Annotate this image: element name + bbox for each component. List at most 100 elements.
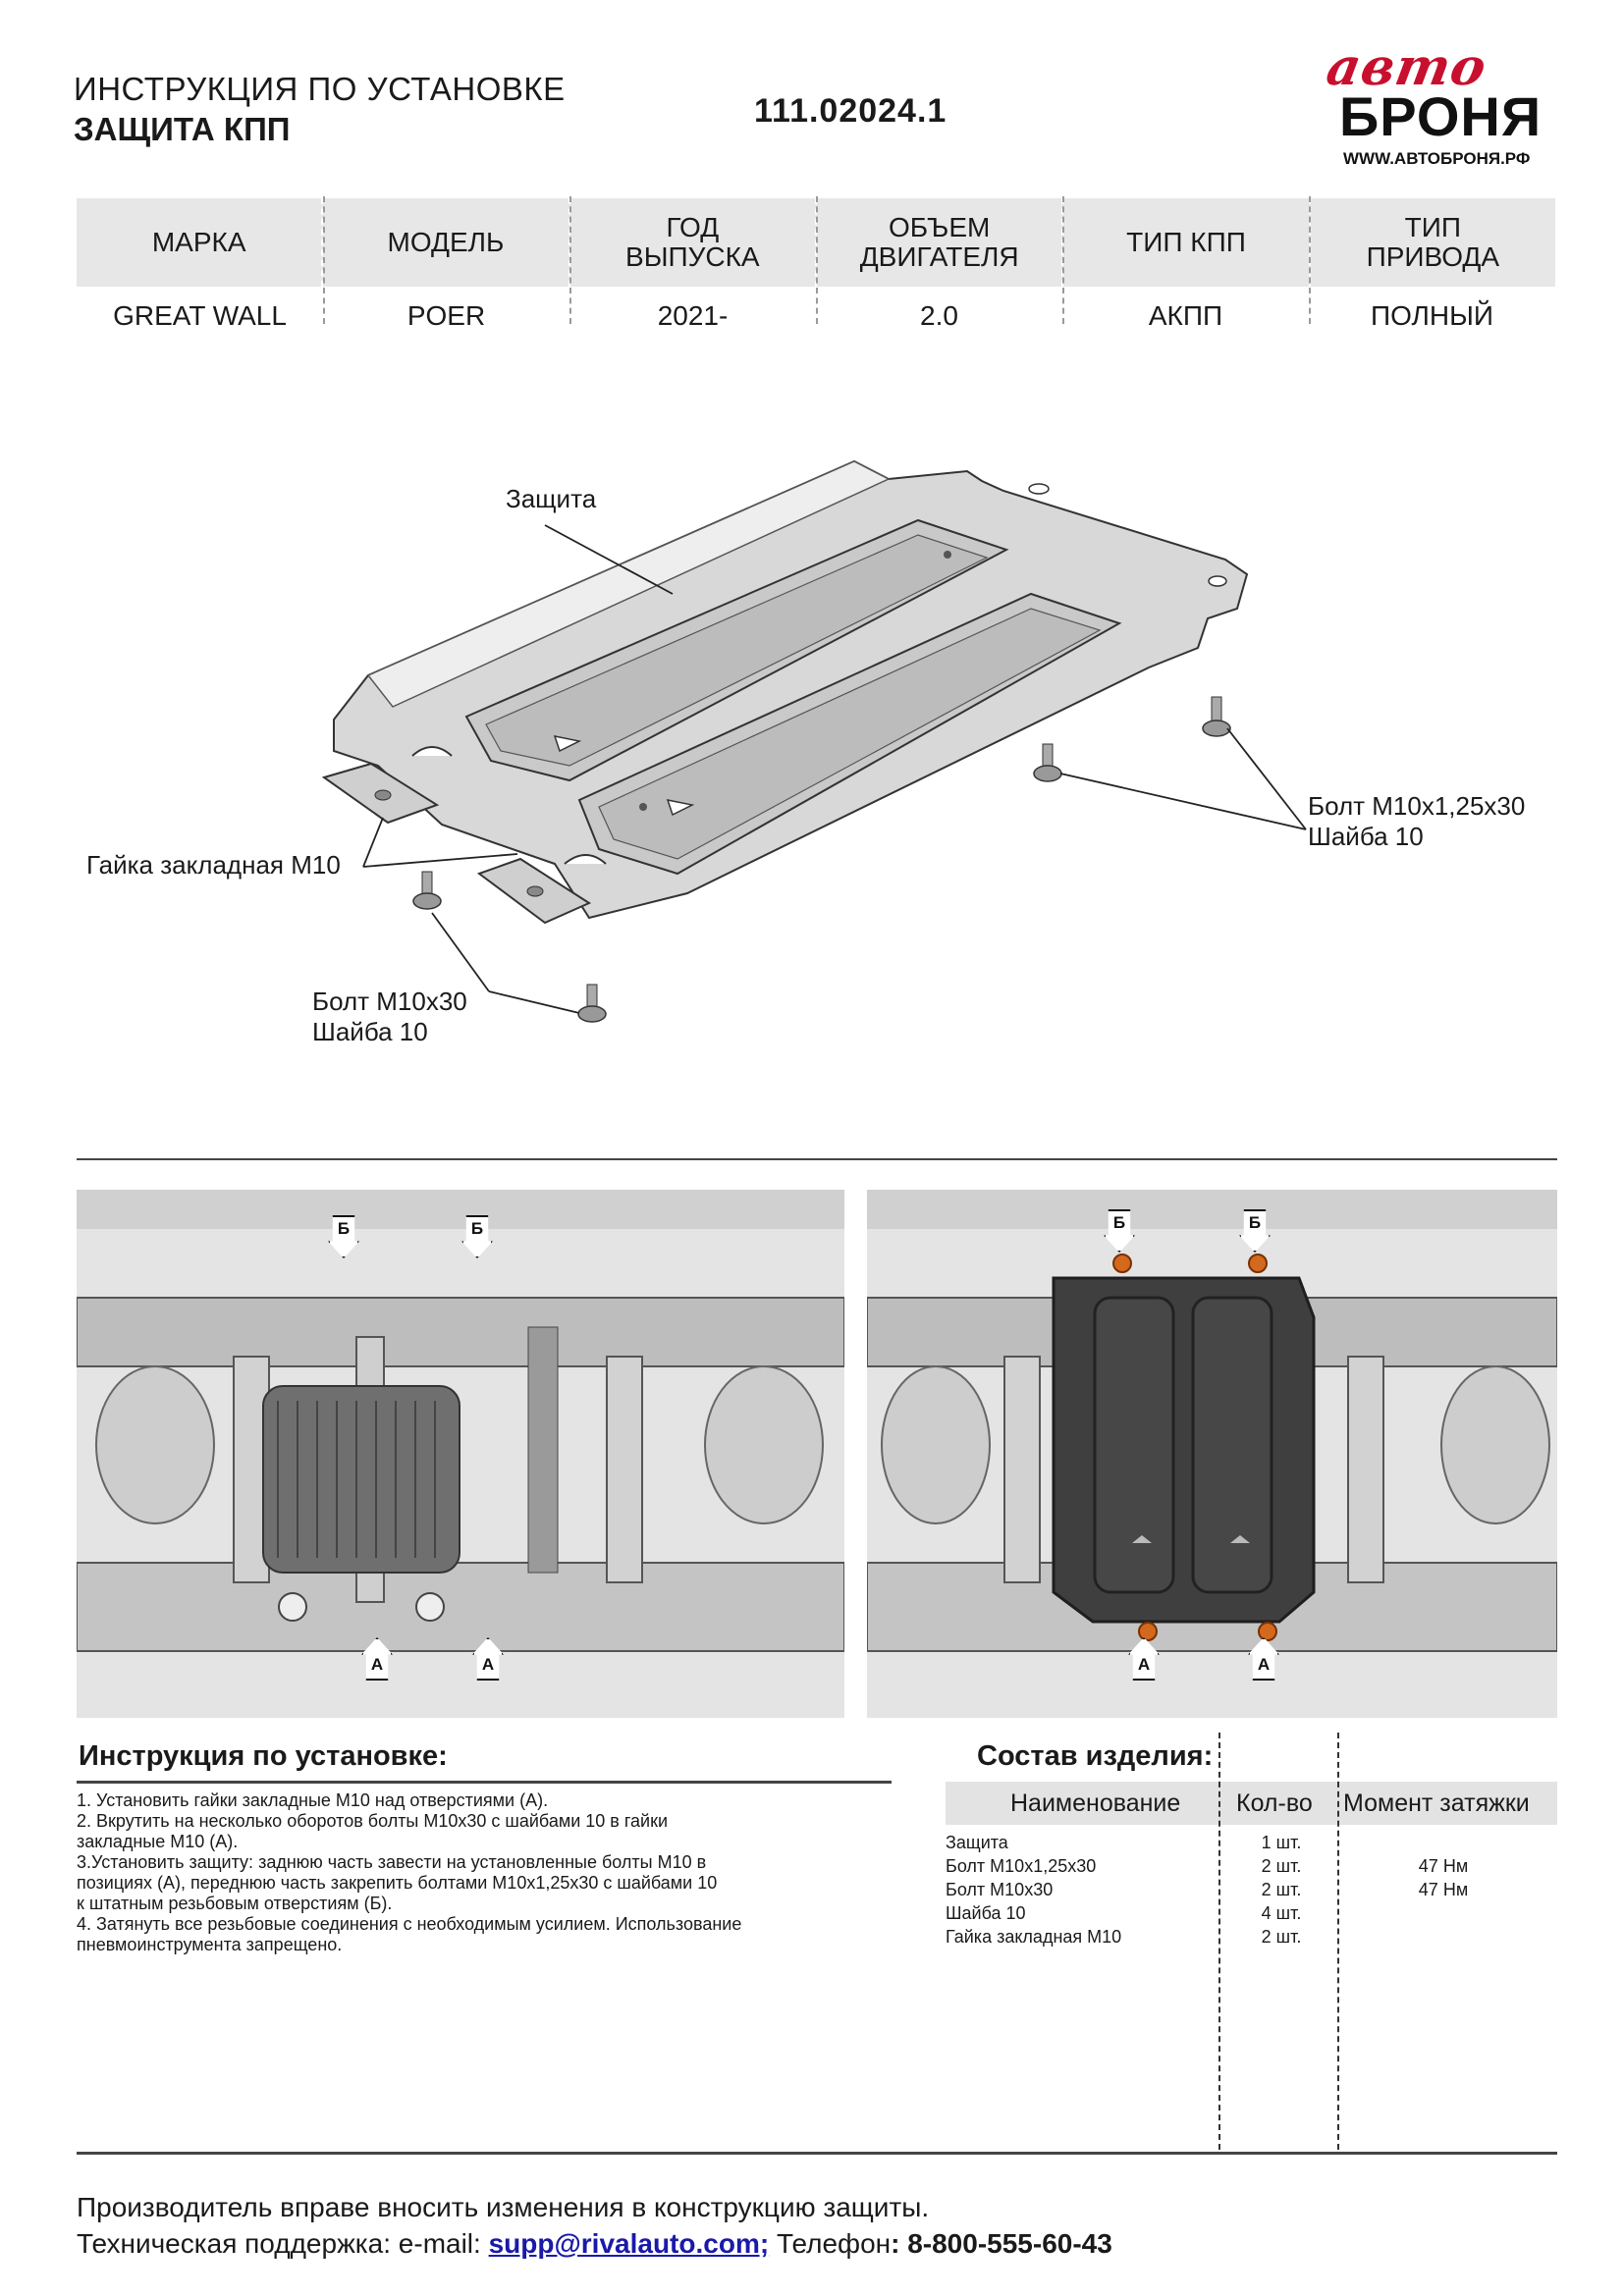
col-name-header: Наименование [1010,1789,1181,1817]
instruction-line: закладные М10 (А). [77,1832,239,1851]
spec-header-make: МАРКА [151,227,246,257]
footer-support: Техническая поддержка: e-mail: supp@riva… [77,2228,1112,2260]
table-divider [816,196,818,324]
support-email-link[interactable]: supp@rivalauto.com; [488,2228,770,2259]
component-name: Болт М10х30 [946,1880,1054,1899]
component-name: Шайба 10 [946,1903,1026,1923]
marker-letter: Б [470,1219,484,1238]
spec-value-model: POER [406,300,486,331]
table-divider [1062,196,1064,324]
embedded-nut-right [476,857,592,925]
skid-plate [333,459,1249,920]
marker-letter: Б [337,1219,351,1238]
phone-prefix: Телефон [769,2228,892,2259]
document-number: 111.02024.1 [754,92,947,130]
spec-value-year: 2021- [657,300,729,331]
spec-value-gearbox: АКПП [1148,300,1223,331]
component-qty: 2 шт. [1261,1880,1302,1899]
title-line-1: ИНСТРУКЦИЯ ПО УСТАНОВКЕ [74,71,566,107]
components-qty: 1 шт. 2 шт. 2 шт. 4 шт. 2 шт. [1257,1831,1306,1949]
spec-header-model: МОДЕЛЬ [321,198,568,287]
brand-logo: авто БРОНЯ WWW.АВТОБРОНЯ.РФ [1323,37,1556,185]
component-torque: 47 Нм [1418,1856,1469,1876]
component-qty: 2 шт. [1261,1856,1302,1876]
spec-header-gearbox: ТИП КПП [1061,198,1308,287]
spec-value-engine: 2.0 [920,300,958,331]
label-embedded-nut: Гайка закладная М10 [86,850,341,880]
components-title: Состав изделия: [977,1740,1214,1772]
components-divider [1337,1733,1339,2150]
components-header: Наименование Кол-во Момент затяжки [946,1782,1557,1825]
marker-letter: А [1257,1655,1271,1674]
label-washer-b: Шайба 10 [312,1017,428,1046]
table-divider [1309,196,1311,324]
component-name: Защита [946,1833,1008,1852]
instruction-line: позициях (А), переднюю часть закрепить б… [77,1873,718,1893]
section-divider [77,1158,1557,1160]
bolt-icon [577,984,607,1023]
logo-brand-text: БРОНЯ [1339,85,1543,147]
component-name: Болт М10х1,25х30 [946,1856,1097,1876]
table-divider [569,196,571,324]
instruction-line: 4. Затянуть все резьбовые соединения с н… [77,1914,742,1934]
spec-value-make: GREAT WALL [113,300,287,331]
marker-position-b: Б [1104,1209,1135,1253]
instructions-text: 1. Установить гайки закладные М10 над от… [77,1790,892,1955]
label-bolt-m10x125x30: Болт М10х1,25х30 [1308,791,1526,821]
marker-position-a: А [1248,1637,1279,1681]
instruction-line: 3.Установить защиту: заднюю часть завест… [77,1852,707,1872]
component-qty: 1 шт. [1261,1833,1302,1852]
instruction-line: 2. Вкрутить на несколько оборотов болты … [77,1811,669,1831]
component-torque [1404,1831,1483,1854]
marker-position-a: А [1128,1637,1160,1681]
support-prefix: Техническая поддержка: e-mail: [77,2228,489,2259]
marker-position-b: Б [1239,1209,1271,1253]
instructions-rule [77,1781,892,1784]
bolt-icon [1202,696,1231,737]
support-phone: : 8-800-555-60-43 [891,2228,1112,2259]
label-shield: Защита [506,484,597,513]
marker-letter: А [481,1655,495,1674]
installed-skid-plate [1052,1276,1316,1624]
component-torque [1404,1901,1483,1925]
footer-rule [77,2152,1557,2155]
photo-underbody-before [77,1190,844,1718]
component-torque [1404,1925,1483,1949]
components-torque: 47 Нм 47 Нм [1404,1831,1483,1949]
instruction-line: к штатным резьбовым отверстиям (Б). [77,1894,393,1913]
label-washer-a: Шайба 10 [1308,822,1424,851]
photo-underbody-after [867,1190,1557,1718]
component-qty: 2 шт. [1261,1927,1302,1947]
component-torque: 47 Нм [1418,1880,1469,1899]
components-names: Защита Болт М10х1,25х30 Болт М10х30 Шайб… [946,1831,1121,1949]
instructions-title: Инструкция по установке: [79,1740,448,1772]
marker-position-a: А [472,1637,504,1681]
title-line-2: ЗАЩИТА КПП [74,111,291,147]
bolt-icon [1033,743,1062,782]
col-qty-header: Кол-во [1236,1789,1313,1817]
marker-letter: А [370,1655,384,1674]
marker-position-a: А [361,1637,393,1681]
spec-value-drive: ПОЛНЫЙ [1370,300,1494,331]
label-bolt-m10x30: Болт М10х30 [312,987,467,1016]
embedded-nut-left [321,762,440,825]
spec-table-row: GREAT WALL POER 2021- 2.0 АКПП ПОЛНЫЙ [77,287,1555,346]
instruction-line: 1. Установить гайки закладные М10 над от… [77,1790,549,1810]
components-divider [1218,1733,1220,2150]
marker-letter: А [1137,1655,1151,1674]
component-name: Гайка закладная М10 [946,1927,1122,1947]
marker-letter: Б [1248,1213,1262,1232]
marker-letter: Б [1112,1213,1126,1232]
col-torque-header: Момент затяжки [1343,1789,1530,1817]
logo-url: WWW.АВТОБРОНЯ.РФ [1343,149,1531,168]
leader-lines [362,524,1307,1014]
bolt-icon [412,871,442,910]
table-divider [323,196,325,324]
exploded-diagram [321,459,1307,1023]
instruction-line: пневмоинструмента запрещено. [77,1935,343,1954]
footer-disclaimer: Производитель вправе вносить изменения в… [77,2192,930,2222]
marker-position-b: Б [461,1215,493,1258]
